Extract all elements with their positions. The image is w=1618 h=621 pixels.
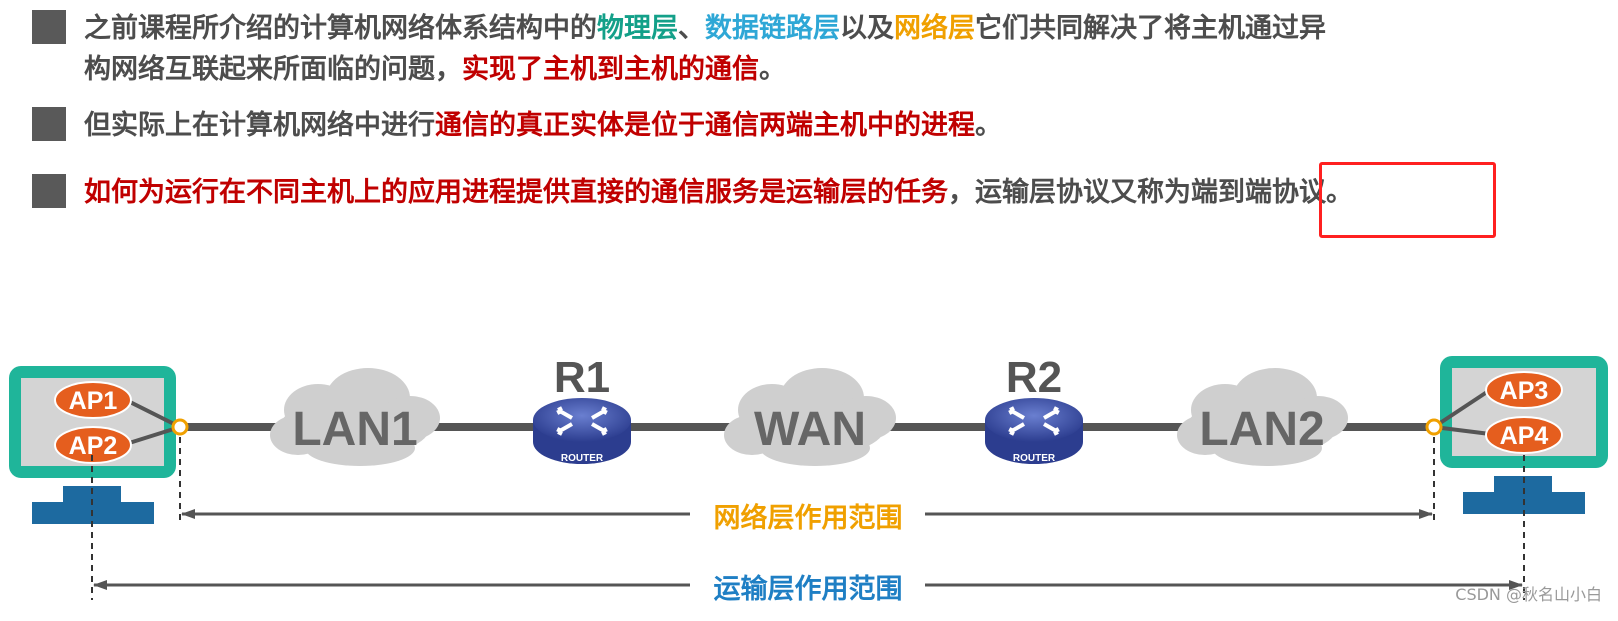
router-r1-top: [533, 398, 631, 442]
physical-layer-term: 物理层: [597, 13, 678, 44]
router-r1-arrows-icon: [556, 406, 608, 436]
text-segment: 、: [678, 13, 705, 44]
app-ap4: [1485, 416, 1563, 454]
app-ap1-label: AP1: [69, 387, 118, 415]
data-link-layer-term: 数据链路层: [705, 13, 840, 44]
right-port-icon: [1425, 418, 1443, 436]
text-segment: 。: [975, 110, 1002, 141]
router-r2: R2 ROUTER: [985, 353, 1083, 464]
transport-scope-label: 运输层作用范围: [714, 573, 903, 605]
bullet-1-line-2: 构网络互联起来所面临的问题，实现了主机到主机的通信。: [84, 49, 1326, 90]
network-layer-term: 网络层: [894, 13, 975, 44]
cloud-wan: WAN: [724, 368, 896, 466]
bullet-square-icon: [32, 107, 66, 141]
cloud-lan2-label: LAN2: [1199, 403, 1324, 456]
text-segment: 它们共同解决了将主机通过异: [975, 13, 1326, 44]
process-emphasis: 通信的真正实体是位于通信两端主机中的进程: [435, 110, 975, 141]
bullet-square-icon: [32, 10, 66, 44]
host-to-host-emphasis: 实现了主机到主机的通信: [462, 54, 759, 85]
router-r2-top: [985, 398, 1083, 442]
app-ap1: [54, 381, 132, 419]
left-host: AP1 AP2: [9, 366, 189, 524]
text-segment: 。: [759, 54, 786, 85]
bullet-3: 如何为运行在不同主机上的应用进程提供直接的通信服务是运输层的任务，运输层协议又称…: [32, 172, 1353, 213]
bullet-1: 之前课程所介绍的计算机网络体系结构中的物理层、数据链路层以及网络层它们共同解决了…: [32, 8, 1326, 90]
network-scope-label: 网络层作用范围: [714, 502, 903, 534]
cloud-wan-label: WAN: [754, 403, 866, 456]
text-segment: 但实际上在计算机网络中进行: [84, 110, 435, 141]
app-ap4-label: AP4: [1500, 422, 1549, 450]
app-ap3-label: AP3: [1500, 377, 1549, 405]
left-port-icon: [171, 418, 189, 436]
app-ap3: [1485, 371, 1563, 409]
text-segment: ，运输层协议又称为: [948, 177, 1191, 208]
bullet-2-text: 但实际上在计算机网络中进行通信的真正实体是位于通信两端主机中的进程。: [84, 105, 1002, 146]
router-r2-badge: ROUTER: [1013, 453, 1056, 464]
bullet-3-text: 如何为运行在不同主机上的应用进程提供直接的通信服务是运输层的任务，运输层协议又称…: [84, 172, 1353, 213]
router-r1-label: R1: [554, 353, 610, 402]
bullet-1-line-1: 之前课程所介绍的计算机网络体系结构中的物理层、数据链路层以及网络层它们共同解决了…: [84, 8, 1326, 49]
router-r1-badge: ROUTER: [561, 453, 604, 464]
highlight-box: [1319, 162, 1496, 238]
cloud-lan2: LAN2: [1177, 368, 1348, 466]
bullet-square-icon: [32, 174, 66, 208]
bullet-2: 但实际上在计算机网络中进行通信的真正实体是位于通信两端主机中的进程。: [32, 105, 1002, 146]
bullet-1-text: 之前课程所介绍的计算机网络体系结构中的物理层、数据链路层以及网络层它们共同解决了…: [84, 8, 1326, 90]
router-r2-label: R2: [1006, 353, 1062, 402]
watermark: CSDN @秋名山小白: [1455, 585, 1602, 604]
text-segment: 。: [1326, 177, 1353, 208]
cloud-lan1-label: LAN1: [292, 403, 417, 456]
cloud-lan1: LAN1: [270, 368, 440, 466]
right-host: AP3 AP4: [1425, 356, 1608, 514]
end-to-end-term: 端到端协议: [1191, 177, 1326, 208]
text-segment: 构网络互联起来所面临的问题，: [84, 54, 462, 85]
app-ap2: [54, 426, 132, 464]
text-segment: 之前课程所介绍的计算机网络体系结构中的: [84, 13, 597, 44]
router-r2-arrows-icon: [1008, 406, 1060, 436]
router-r1: R1 ROUTER: [533, 353, 631, 464]
transport-task-emphasis: 如何为运行在不同主机上的应用进程提供直接的通信服务是运输层的任务: [84, 177, 948, 208]
text-segment: 以及: [840, 13, 894, 44]
right-host-neck: [1494, 476, 1552, 492]
